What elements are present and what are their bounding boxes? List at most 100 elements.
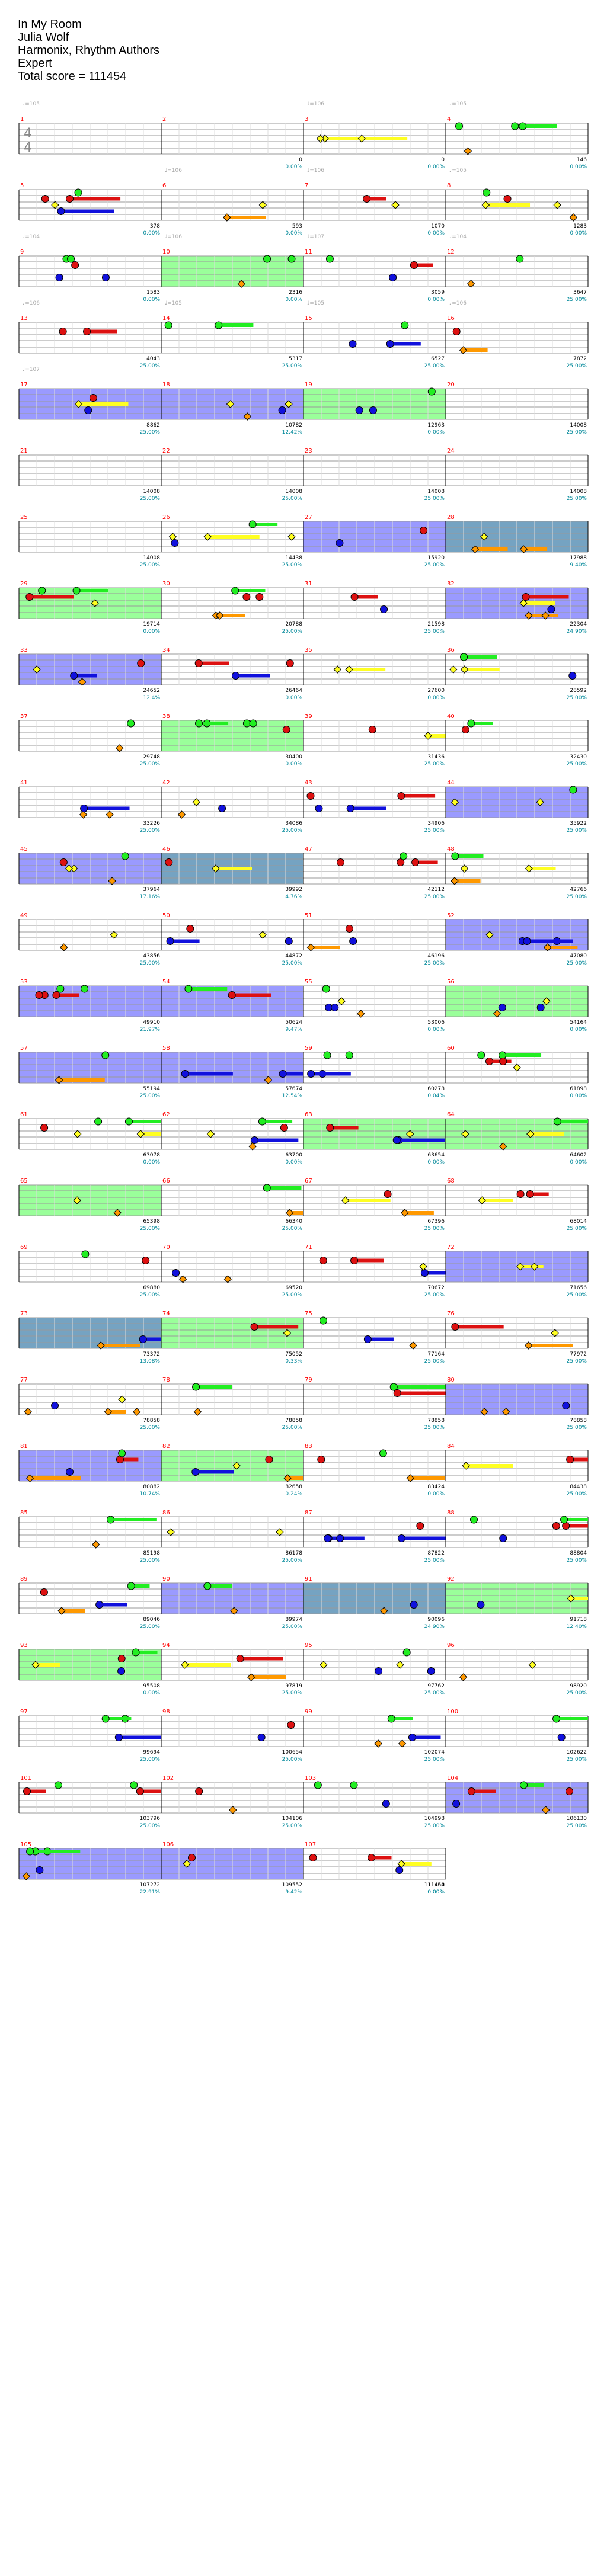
note-gem <box>40 1588 48 1596</box>
measure-score: 66340 <box>285 1219 302 1225</box>
note-gem <box>287 1721 295 1729</box>
note-gem <box>97 1341 105 1350</box>
sustain-tail <box>404 1211 434 1215</box>
measure-percent: 0.00% <box>570 1027 587 1033</box>
note-gem <box>553 1117 561 1126</box>
measure-number: 5 <box>20 182 24 189</box>
measure-score: 17988 <box>570 555 587 561</box>
note-gem <box>132 1408 141 1416</box>
measure-percent: 0.00% <box>427 1491 445 1497</box>
measure-percent: 25.00% <box>140 1425 161 1431</box>
note-gem <box>84 406 92 414</box>
measure-score: 68014 <box>570 1219 587 1225</box>
measure-percent: 0.00% <box>427 1159 445 1165</box>
measure-score: 31436 <box>427 754 445 760</box>
sustain-tail <box>78 402 129 406</box>
measure-score: 43856 <box>143 953 160 959</box>
note-gem <box>480 533 488 541</box>
measure-percent: 25.00% <box>567 761 587 767</box>
measure-score: 87822 <box>427 1550 445 1556</box>
measure-score: 78858 <box>285 1418 302 1424</box>
measure-percent: 25.00% <box>282 1690 303 1696</box>
sustain-tail <box>401 794 436 798</box>
note-gem <box>74 1130 82 1138</box>
sustain-tail <box>311 946 340 949</box>
measure-score: 97819 <box>285 1683 302 1689</box>
sustain-tail <box>184 1663 231 1667</box>
measure-score: 77972 <box>570 1351 587 1357</box>
note-gem <box>178 1275 187 1283</box>
tempo-marker: ♩=106 <box>307 168 324 174</box>
note-gem <box>59 858 68 866</box>
measure-percent: 9.40% <box>570 562 587 568</box>
note-gem <box>498 1004 506 1011</box>
sustain-tail <box>232 993 271 997</box>
note-gem <box>471 545 480 553</box>
measure-percent: 21.97% <box>140 1027 161 1033</box>
note-gem <box>282 726 290 733</box>
measure-score: 8862 <box>146 422 160 428</box>
note-gem <box>22 1872 31 1880</box>
note-gem <box>247 1673 255 1681</box>
measure-percent: 9.47% <box>285 1027 302 1033</box>
measure-score: 20788 <box>285 621 302 627</box>
note-gem <box>397 858 405 866</box>
measure-score: 14008 <box>570 489 587 495</box>
sustain-tail <box>30 1476 81 1480</box>
measure-score: 1070 <box>431 223 445 229</box>
measure-number: 106 <box>162 1841 174 1848</box>
note-gem <box>392 1136 401 1144</box>
note-gem <box>427 387 436 396</box>
sustain-tail <box>397 1391 446 1395</box>
note-gem <box>184 985 193 993</box>
measure-score: 1283 <box>573 223 587 229</box>
measure-number: 78 <box>162 1377 170 1383</box>
note-gem <box>449 665 458 674</box>
measure-percent: 25.00% <box>140 1292 161 1298</box>
measure-score: 24652 <box>143 688 160 694</box>
measure-percent: 25.00% <box>140 496 161 502</box>
measure-percent: 25.00% <box>567 1757 587 1763</box>
note-gem <box>228 991 236 999</box>
tempo-marker: ♩=105 <box>307 300 324 306</box>
measure-percent: 22.91% <box>140 1889 161 1895</box>
note-gem <box>218 805 226 812</box>
sustain-tail <box>557 1120 588 1123</box>
measure-number: 89 <box>20 1576 28 1582</box>
note-gem <box>74 188 82 197</box>
measure-percent: 25.00% <box>282 1823 303 1829</box>
sustain-tail <box>515 124 557 128</box>
note-gem <box>337 997 346 1005</box>
note-gem <box>114 1734 123 1741</box>
measure-number: 81 <box>20 1443 28 1450</box>
measure-percent: 25.00% <box>424 1292 445 1298</box>
note-gem <box>536 1004 545 1011</box>
note-gem <box>397 792 405 800</box>
sustain-tail <box>415 860 438 864</box>
note-gem <box>524 1341 533 1350</box>
sustain-tail <box>240 1657 283 1661</box>
sustain-tail <box>185 1072 233 1076</box>
measure-score: 35922 <box>570 821 587 826</box>
sustain-tail <box>523 601 555 605</box>
note-gem <box>528 1661 537 1669</box>
measure-percent: 0.00% <box>143 230 160 236</box>
note-gem <box>357 1010 365 1018</box>
note-gem <box>191 1468 200 1476</box>
tempo-marker: ♩=106 <box>165 234 182 240</box>
note-gem <box>380 1607 388 1615</box>
sustain-tail <box>401 1862 432 1866</box>
note-gem <box>280 1124 288 1132</box>
sustain-tail <box>99 1603 127 1607</box>
note-gem <box>229 1806 237 1814</box>
sustain-tail <box>345 1199 391 1202</box>
measure-score: 70672 <box>427 1285 445 1291</box>
measure-percent: 0.00% <box>427 430 445 435</box>
sustain-tail <box>424 1271 446 1275</box>
sustain-tail <box>350 806 386 810</box>
measure-number: 75 <box>305 1311 312 1317</box>
note-gem <box>258 931 267 939</box>
note-gem <box>70 672 78 680</box>
note-gem <box>107 1516 115 1524</box>
measure-score: 26464 <box>285 688 302 694</box>
